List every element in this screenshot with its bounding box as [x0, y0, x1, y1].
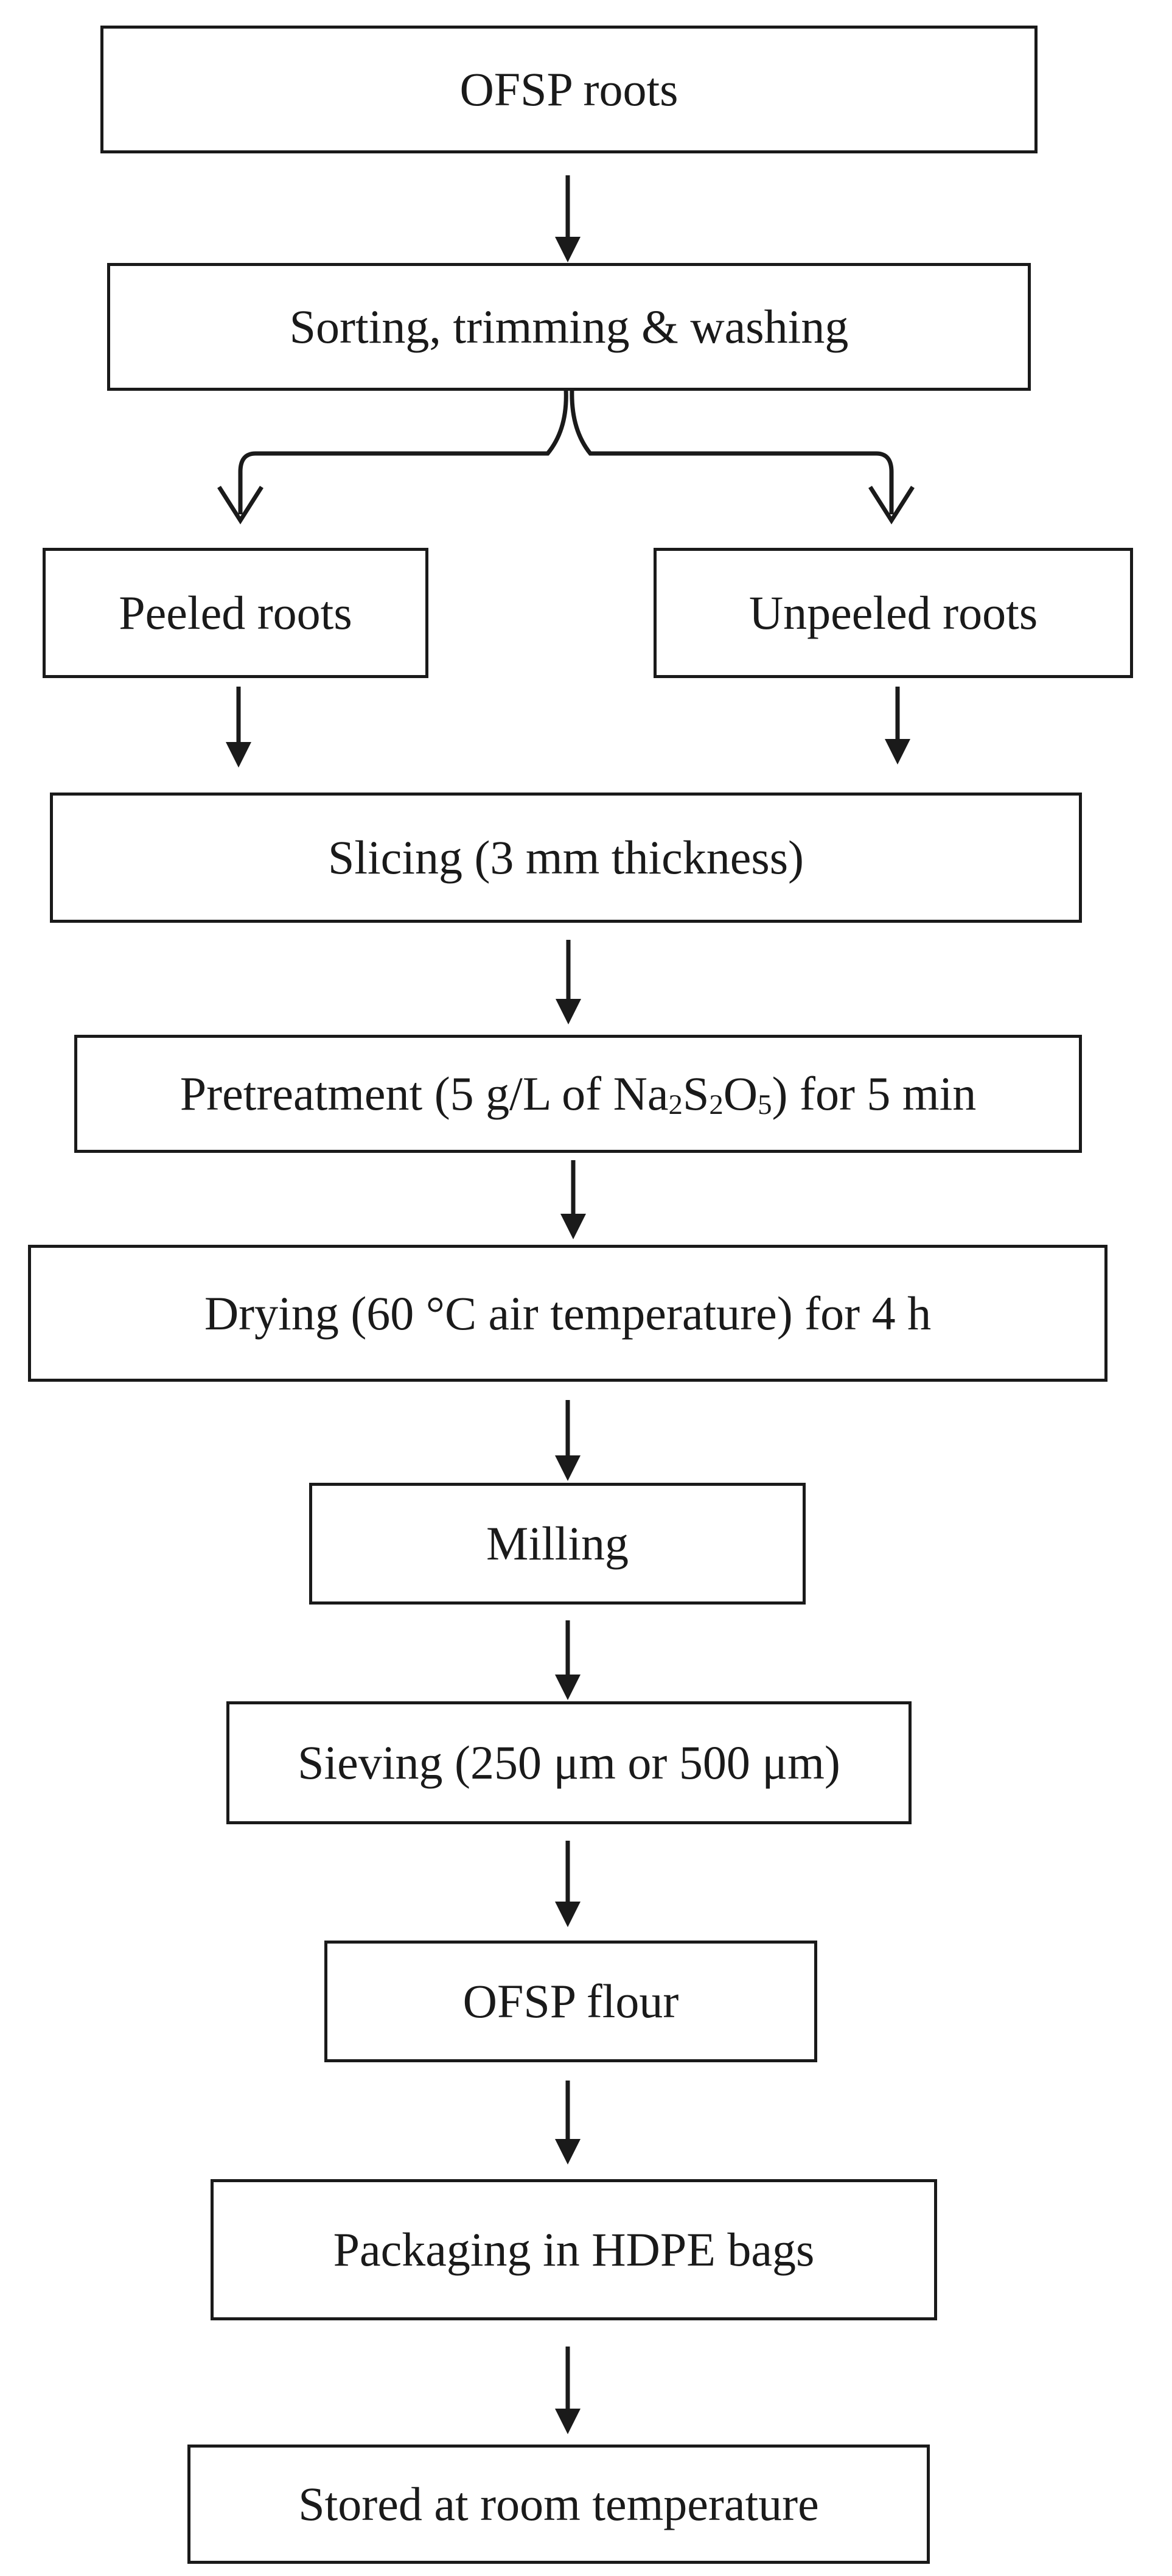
step-ofsp-roots: OFSP roots: [100, 26, 1038, 153]
arrowhead-right-branch: [868, 486, 915, 525]
step-packaging: Packaging in HDPE bags: [211, 2179, 937, 2320]
step-ofsp-roots-label: OFSP roots: [459, 63, 678, 116]
arrowhead-left-branch: [217, 486, 263, 525]
step-sieving-label: Sieving (250 μm or 500 μm): [298, 1736, 840, 1789]
step-ofsp-flour-label: OFSP flour: [462, 1975, 679, 2028]
step-unpeeled-roots: Unpeeled roots: [654, 548, 1133, 678]
pretreatment-text-before: Pretreatment (5 g/L of Na: [180, 1067, 669, 1120]
step-drying-label: Drying (60 °C air temperature) for 4 h: [204, 1286, 932, 1340]
pretreatment-sub-2: 2: [709, 1089, 724, 1121]
pretreatment-text-after: ) for 5 min: [772, 1067, 977, 1120]
step-slicing-label: Slicing (3 mm thickness): [327, 831, 804, 884]
step-stored-label: Stored at room temperature: [298, 2477, 819, 2530]
branch-brace: [238, 389, 894, 514]
step-milling: Milling: [309, 1483, 806, 1605]
step-sieving: Sieving (250 μm or 500 μm): [226, 1701, 912, 1824]
step-pretreatment: Pretreatment (5 g/L of Na2S2O5) for 5 mi…: [74, 1035, 1082, 1153]
pretreatment-text-s: S: [682, 1067, 710, 1120]
pretreatment-sub-3: 5: [758, 1089, 772, 1121]
step-sorting: Sorting, trimming & washing: [107, 263, 1031, 391]
step-peeled-roots: Peeled roots: [43, 548, 428, 678]
step-stored: Stored at room temperature: [187, 2445, 930, 2564]
pretreatment-text-o: O: [723, 1067, 758, 1120]
step-packaging-label: Packaging in HDPE bags: [333, 2223, 815, 2276]
pretreatment-sub-1: 2: [668, 1089, 683, 1121]
step-ofsp-flour: OFSP flour: [324, 1941, 817, 2062]
step-slicing: Slicing (3 mm thickness): [50, 793, 1082, 923]
step-drying: Drying (60 °C air temperature) for 4 h: [28, 1245, 1107, 1382]
step-unpeeled-roots-label: Unpeeled roots: [748, 586, 1038, 639]
step-peeled-roots-label: Peeled roots: [119, 586, 352, 639]
step-pretreatment-label: Pretreatment (5 g/L of Na2S2O5) for 5 mi…: [180, 1067, 977, 1121]
step-milling-label: Milling: [486, 1517, 629, 1570]
step-sorting-label: Sorting, trimming & washing: [289, 300, 849, 353]
